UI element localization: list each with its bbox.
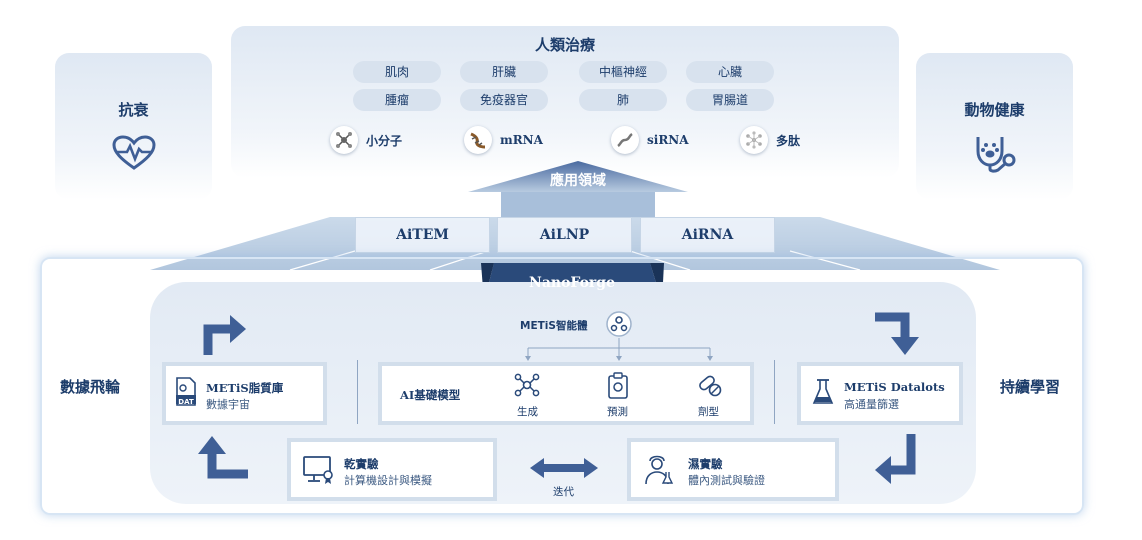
predict-icon — [608, 372, 628, 399]
dosage-form-icon — [699, 375, 722, 397]
cycle-arrow-bottom-left — [198, 436, 248, 479]
animal-health-title: 動物健康 — [964, 101, 1025, 119]
modality-item: 小分子 — [330, 126, 402, 154]
divider-right — [774, 360, 775, 424]
dry-lab-subtitle: 計算機設計與模擬 — [344, 474, 432, 487]
ai-model-item-label: 預測 — [607, 406, 628, 418]
lipid-library-box — [162, 362, 327, 425]
nanoforge-label: NanoForge — [529, 275, 615, 291]
organ-pill: 肝臟 — [460, 61, 548, 83]
continuous-learning-label: 持續學習 — [1000, 378, 1061, 396]
organ-pill: 中樞神經 — [579, 61, 667, 83]
wet-lab-box — [627, 438, 839, 501]
organ-pill: 免疫器官 — [460, 89, 548, 111]
peptide-icon — [746, 131, 762, 149]
modality-item: siRNA — [611, 126, 689, 154]
datalots-title: METiS Datalots — [844, 380, 945, 394]
scientist-icon — [645, 455, 674, 485]
dat-file-tag: DAT — [178, 398, 194, 406]
divider-left — [357, 360, 358, 424]
platform-airna: AiRNA — [640, 217, 775, 253]
lipid-library-title: METiS脂質庫 — [206, 381, 284, 395]
cycle-arrow-bottom-right — [875, 434, 916, 484]
agent-label: METiS智能體 — [520, 320, 588, 332]
anti-aging-title: 抗衰 — [118, 101, 149, 119]
ai-model-item-label: 劑型 — [698, 406, 719, 418]
platform-aitem: AiTEM — [355, 217, 490, 253]
ai-foundation-model-box — [378, 362, 754, 425]
dry-lab-title: 乾實驗 — [344, 457, 379, 471]
modality-label: siRNA — [647, 133, 689, 147]
wet-lab-title: 濕實驗 — [688, 457, 723, 471]
platform-ailnp: AiLNP — [497, 217, 632, 253]
anti-aging-panel: 抗衰 — [55, 53, 212, 200]
engine-outer-box — [40, 257, 1084, 515]
lipid-library-subtitle: 數據宇宙 — [206, 398, 250, 411]
datalots-subtitle: 高通量篩選 — [844, 398, 899, 411]
mrna-icon — [470, 132, 486, 149]
modality-label: mRNA — [500, 133, 543, 147]
organ-pill: 腫瘤 — [353, 89, 441, 111]
sirna-icon — [617, 132, 633, 148]
agent-icon — [606, 311, 632, 337]
modality-item: 多肽 — [740, 126, 800, 154]
agent-connectors — [525, 338, 713, 361]
application-arrow-label: 應用領域 — [550, 173, 606, 189]
ai-model-title: AI基礎模型 — [400, 388, 461, 402]
heart-pulse-icon — [111, 135, 156, 170]
organ-pill: 胃腸道 — [686, 89, 774, 111]
pyramid-graphic — [150, 161, 1000, 300]
data-flywheel-label: 數據飛輪 — [60, 378, 121, 396]
cycle-arrow-top-left — [203, 315, 246, 355]
small-molecule-icon — [336, 132, 352, 148]
ai-model-item-label: 生成 — [517, 406, 538, 418]
human-therapy-title: 人類治療 — [534, 36, 595, 54]
organ-pill: 心臟 — [686, 61, 774, 83]
datalots-box — [797, 362, 963, 425]
generate-icon — [514, 373, 540, 397]
modality-label: 小分子 — [366, 133, 403, 148]
wet-lab-subtitle: 體內測試與驗證 — [688, 474, 765, 487]
organ-pill: 肌肉 — [353, 61, 441, 83]
cycle-arrow-top-right — [875, 312, 919, 355]
animal-health-panel: 動物健康 — [916, 53, 1073, 200]
computer-icon — [303, 456, 333, 484]
dat-file-icon — [176, 377, 196, 406]
organ-pill: 肺 — [579, 89, 667, 111]
iterate-label: 迭代 — [553, 486, 574, 498]
flask-icon — [812, 379, 834, 404]
pet-stethoscope-icon — [976, 137, 1015, 173]
modality-label: 多肽 — [776, 133, 801, 148]
modality-item: mRNA — [464, 126, 543, 154]
iterate-arrow-icon — [530, 458, 598, 478]
